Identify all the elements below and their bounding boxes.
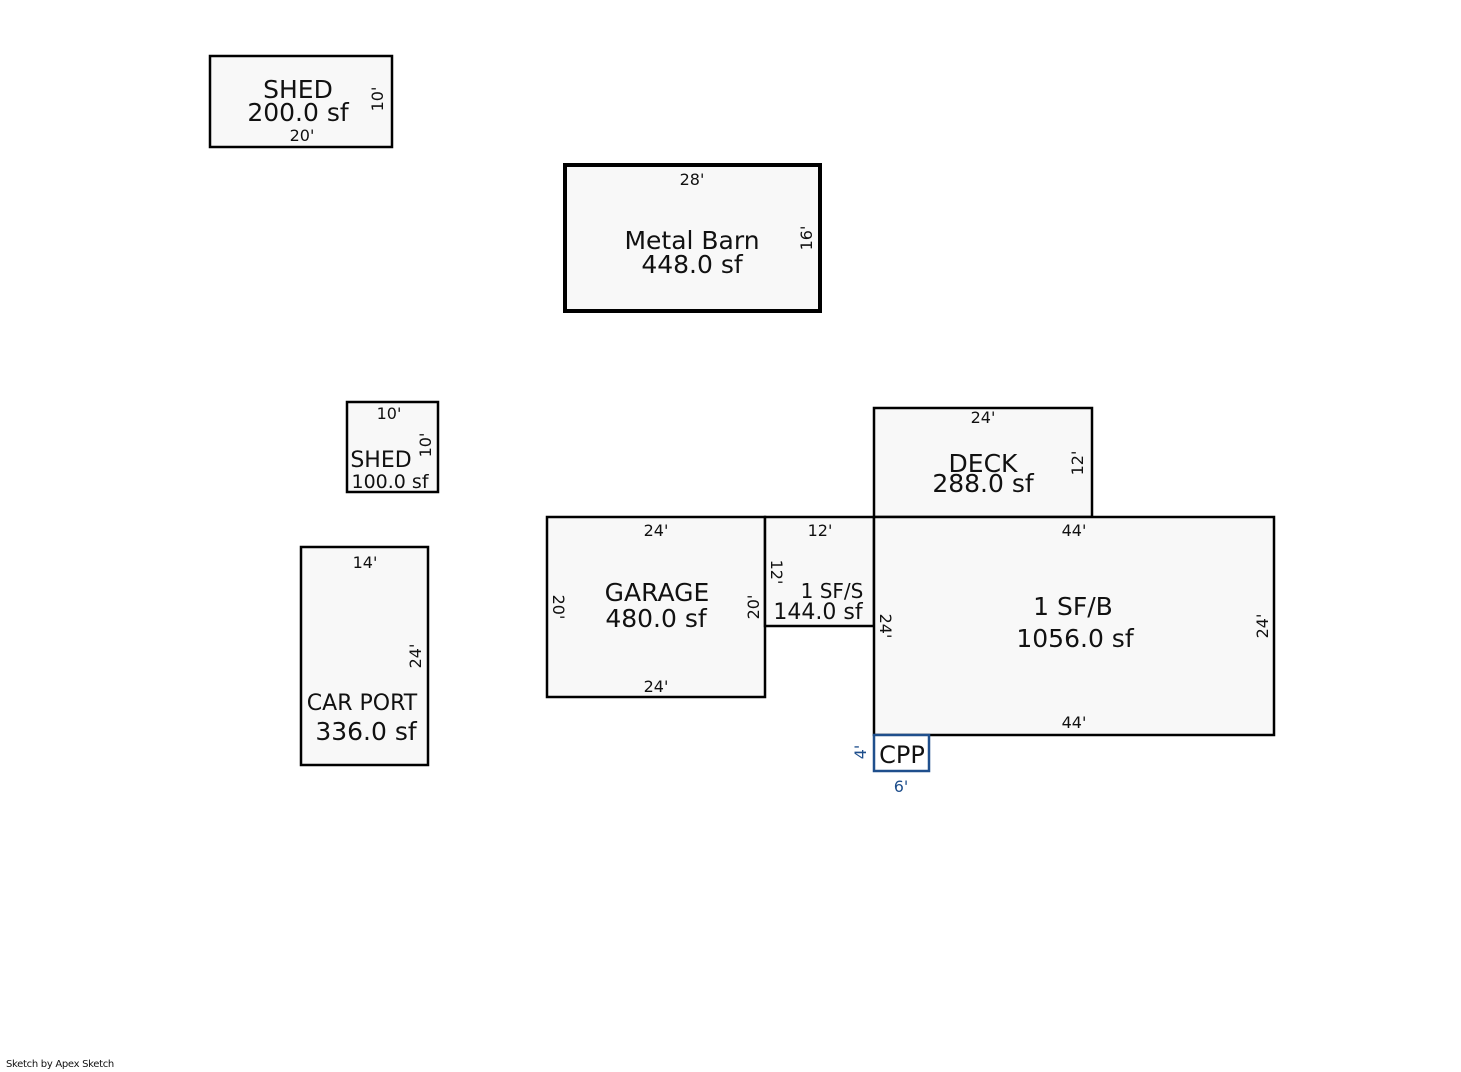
shed-200-outline <box>208 54 394 149</box>
sf-s-outline <box>763 515 876 628</box>
dimension-label: 20' <box>290 126 315 145</box>
dimension-label: 24' <box>406 644 425 669</box>
dimension-label: 28' <box>680 170 705 189</box>
area-name: 1 SF/S <box>801 579 864 603</box>
area-size: 100.0 sf <box>351 471 429 493</box>
area-name: SHED <box>350 448 411 473</box>
deck-outline <box>872 406 1094 519</box>
area-name: SHED <box>263 75 333 104</box>
dimension-label: 44' <box>1062 713 1087 732</box>
dimension-label: 24' <box>876 614 895 639</box>
area-size: 200.0 sf <box>247 98 350 127</box>
area-name: CAR PORT <box>307 691 418 716</box>
area-size: 144.0 sf <box>773 600 863 625</box>
dimension-label: 24' <box>971 408 996 427</box>
sf-s-area: 1 SF/S 144.0 sf 12' 12' <box>763 515 876 628</box>
dimension-label: 20' <box>549 595 568 620</box>
dimension-label: 10' <box>368 87 387 112</box>
area-size: 288.0 sf <box>932 469 1035 498</box>
dimension-label: 24' <box>1253 614 1272 639</box>
metal-barn-outline <box>563 163 822 313</box>
area-name: GARAGE <box>605 578 710 607</box>
dimension-label: 6' <box>894 777 909 796</box>
dimension-label: 10' <box>416 433 435 458</box>
credit-text: Sketch by Apex Sketch <box>6 1059 114 1070</box>
dimension-label: 16' <box>797 226 816 251</box>
car-port-area: CAR PORT 336.0 sf 14' 24' <box>299 545 430 767</box>
garage-area: GARAGE 480.0 sf 24' 20' 20' 24' <box>545 515 767 699</box>
area-size: 336.0 sf <box>315 717 418 746</box>
shed-100-area: SHED 100.0 sf 10' 10' <box>345 400 440 494</box>
cpp-area: CPP 4' 6' <box>851 733 931 796</box>
area-name: DECK <box>949 449 1019 478</box>
car-port-outline <box>299 545 430 767</box>
dimension-label: 24' <box>644 677 669 696</box>
dimension-label: 20' <box>744 595 763 620</box>
dimension-label: 12' <box>808 521 833 540</box>
dimension-label: 12' <box>1068 451 1087 476</box>
shed-100-outline <box>345 400 440 494</box>
sf-b-outline <box>872 515 1276 737</box>
garage-outline <box>545 515 767 699</box>
dimension-label: 24' <box>644 521 669 540</box>
area-name: Metal Barn <box>624 226 759 255</box>
dimension-label: 14' <box>353 553 378 572</box>
cpp-outline <box>872 733 931 773</box>
sf-b-area: 1 SF/B 1056.0 sf 44' 24' 24' 44' <box>872 515 1276 737</box>
dimension-label: 44' <box>1062 521 1087 540</box>
area-name: CPP <box>879 741 925 769</box>
area-size: 1056.0 sf <box>1016 624 1134 653</box>
metal-barn-area: Metal Barn 448.0 sf 28' 16' <box>563 163 822 313</box>
area-size: 448.0 sf <box>641 250 744 279</box>
dimension-label: 10' <box>377 404 402 423</box>
dimension-label: 12' <box>767 560 786 585</box>
dimension-label: 4' <box>851 745 870 760</box>
area-size: 480.0 sf <box>605 604 708 633</box>
shed-200-area: SHED 200.0 sf 20' 10' <box>208 54 394 149</box>
deck-area: DECK 288.0 sf 24' 12' <box>872 406 1094 519</box>
area-name: 1 SF/B <box>1033 592 1113 621</box>
